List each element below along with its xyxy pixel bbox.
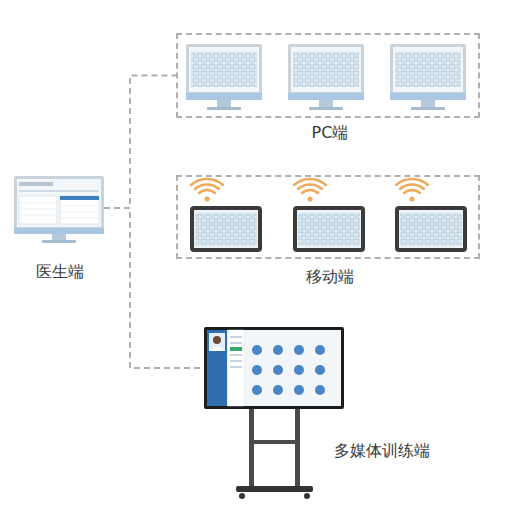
wifi-symbols [191, 179, 428, 193]
doctor-monitor [14, 176, 104, 243]
tablets [190, 206, 467, 252]
dashed-connector [104, 76, 176, 209]
node-label: PC端 [312, 123, 349, 144]
training-terminal: 多媒体训练端 [204, 327, 344, 409]
pc-group: PC端 [176, 33, 480, 118]
dashed-connector [104, 208, 204, 368]
node-label: 多媒体训练端 [334, 441, 430, 462]
pc-monitors [186, 44, 466, 110]
training-screen [204, 327, 344, 499]
node-label: 医生端 [36, 262, 84, 283]
mobile-group: 移动端 [176, 175, 480, 259]
doctor-terminal: 医生端 [14, 176, 104, 240]
node-label: 移动端 [306, 267, 354, 288]
